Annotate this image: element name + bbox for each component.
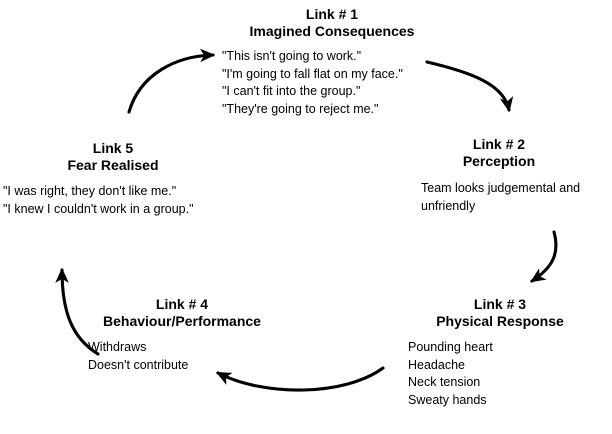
node-link4-body-line2: Doesn't contribute bbox=[88, 357, 189, 372]
node-link2: Link # 2 Perception Team looks judgement… bbox=[410, 136, 610, 215]
node-link3-title: Link # 3 Physical Response bbox=[400, 296, 600, 330]
node-link4-body-line1: Withdraws bbox=[88, 340, 147, 354]
node-link4-body: Withdraws Doesn't contribute bbox=[80, 339, 300, 374]
node-link1-title-line2: Imagined Consequences bbox=[249, 23, 415, 39]
node-link5-body-line1: "I was right, they don't like me." bbox=[3, 184, 177, 198]
node-link5-title: Link 5 Fear Realised bbox=[2, 140, 228, 174]
node-link5-title-line2: Fear Realised bbox=[67, 157, 159, 173]
node-link4-title-line2: Behaviour/Performance bbox=[103, 313, 261, 329]
arrow-link5-to-link1 bbox=[127, 48, 216, 114]
node-link3: Link # 3 Physical Response Pounding hear… bbox=[400, 296, 600, 409]
node-link3-title-line1: Link # 3 bbox=[473, 296, 527, 312]
node-link4: Link # 4 Behaviour/Performance Withdraws… bbox=[80, 296, 300, 374]
node-link3-body-line4: Sweaty hands bbox=[408, 392, 487, 407]
node-link5: Link 5 Fear Realised "I was right, they … bbox=[2, 140, 228, 218]
node-link1-body-line2: "I'm going to fall flat on my face." bbox=[222, 66, 403, 81]
node-link4-title-line1: Link # 4 bbox=[155, 296, 209, 312]
node-link2-body-line1: Team looks judgemental and bbox=[421, 181, 581, 195]
node-link3-body-line1: Pounding heart bbox=[408, 340, 493, 354]
node-link4-title: Link # 4 Behaviour/Performance bbox=[80, 296, 300, 330]
node-link3-body-line2: Headache bbox=[408, 357, 465, 372]
node-link1-body-line1: "This isn't going to work." bbox=[222, 49, 362, 63]
node-link3-title-line2: Physical Response bbox=[436, 313, 564, 329]
node-link5-title-line1: Link 5 bbox=[92, 140, 134, 156]
node-link1-title-line1: Link # 1 bbox=[305, 6, 359, 22]
arrow-link2-to-link3 bbox=[530, 230, 558, 283]
node-link1: Link # 1 Imagined Consequences "This isn… bbox=[222, 6, 442, 118]
node-link3-body: Pounding heart Headache Neck tension Swe… bbox=[400, 339, 600, 409]
node-link2-title-line2: Perception bbox=[462, 153, 536, 169]
node-link2-title: Link # 2 Perception bbox=[410, 136, 610, 170]
node-link2-body: Team looks judgemental and unfriendly bbox=[410, 180, 610, 215]
node-link5-body: "I was right, they don't like me." "I kn… bbox=[2, 183, 228, 218]
node-link5-body-line2: "I knew I couldn't work in a group." bbox=[3, 201, 194, 216]
node-link1-body-line3: "I can't fit into the group." bbox=[222, 84, 361, 98]
node-link1-title: Link # 1 Imagined Consequences bbox=[222, 6, 442, 40]
node-link1-body: "This isn't going to work." "I'm going t… bbox=[222, 48, 442, 118]
node-link2-body-line2: unfriendly bbox=[421, 198, 476, 213]
node-link2-title-line1: Link # 2 bbox=[472, 136, 526, 152]
node-link3-body-line3: Neck tension bbox=[408, 375, 481, 389]
node-link1-body-line4: "They're going to reject me." bbox=[222, 101, 379, 116]
